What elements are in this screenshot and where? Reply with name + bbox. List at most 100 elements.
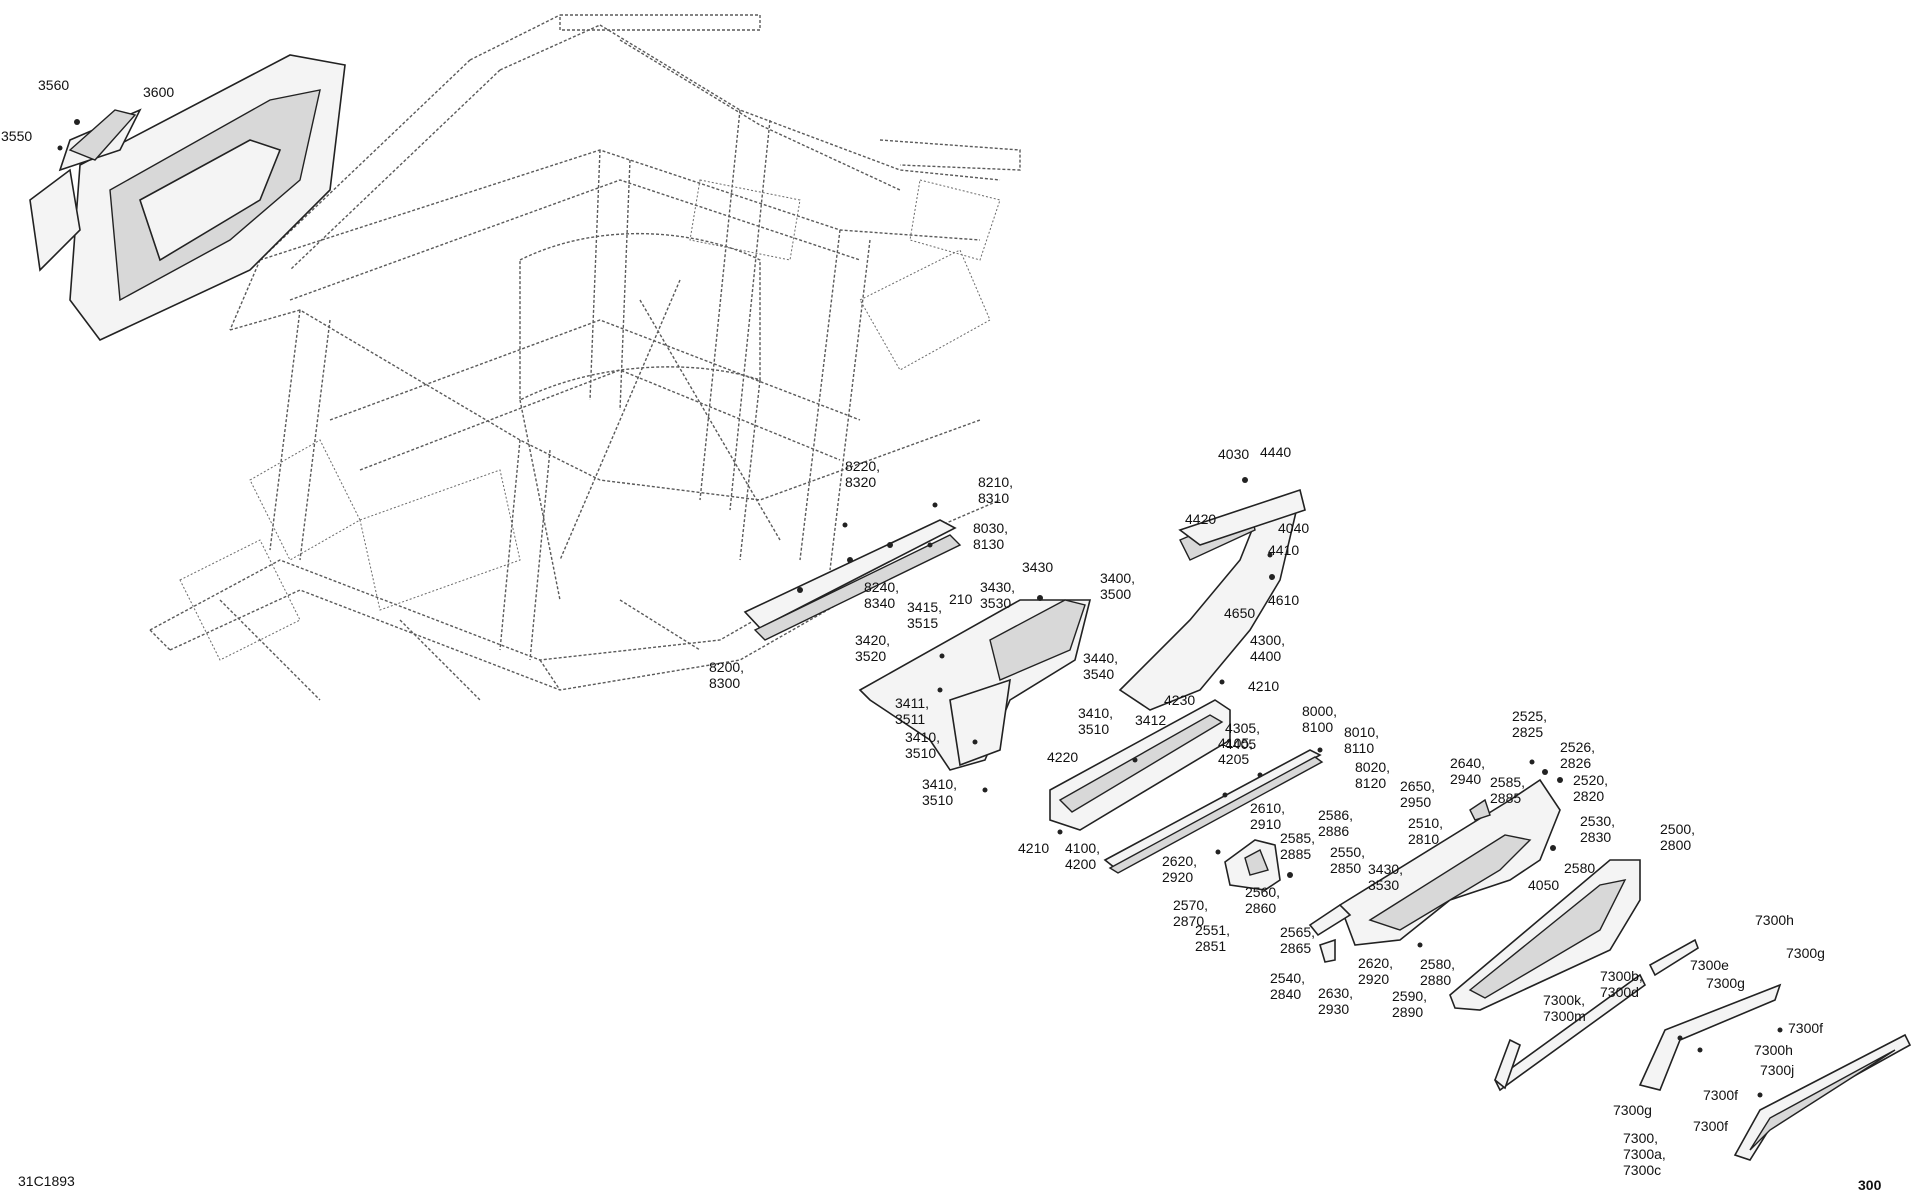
front-door-assembly [29, 54, 346, 341]
callout-line: 7300d [1600, 984, 1639, 1000]
callout-8020: 8020,8120 [1355, 759, 1390, 791]
callout-line: 8030, [973, 520, 1008, 536]
callout-line: 2640, [1450, 755, 1485, 771]
callout-2590: 2590,2890 [1392, 988, 1427, 1020]
callout-4300: 4300,4400 [1250, 632, 1285, 664]
callout-line: 2865 [1280, 940, 1311, 956]
callout-line: 7300h [1754, 1042, 1793, 1058]
callout-line: 4300, [1250, 632, 1285, 648]
callout-2565: 2565,2865 [1280, 924, 1315, 956]
callout-4410: 4410 [1268, 542, 1299, 558]
callout-line: 8210, [978, 474, 1013, 490]
callout-line: 2851 [1195, 938, 1226, 954]
callout-2500: 2500,2800 [1660, 821, 1695, 853]
callout-line: 2580, [1420, 956, 1455, 972]
callout-line: 210 [949, 591, 973, 607]
callout-line: 3410, [922, 776, 957, 792]
callout-4210b: 4210 [1018, 840, 1049, 856]
callout-line: 4405 [1225, 736, 1256, 752]
callout-line: 3515 [907, 615, 938, 631]
door-trim-7300b [1648, 938, 1699, 977]
callout-3430a: 3430 [1022, 559, 1053, 575]
callout-2530: 2530,2830 [1580, 813, 1615, 845]
rear-door-panel-2500 [1449, 859, 1641, 1011]
callout-line: 3420, [855, 632, 890, 648]
callout-line: 3540 [1083, 666, 1114, 682]
callout-line: 3520 [855, 648, 886, 664]
callout-4210a: 4210 [1248, 678, 1279, 694]
callout-line: 2550, [1330, 844, 1365, 860]
callout-line: 7300h [1755, 912, 1794, 928]
callout-line: 8010, [1344, 724, 1379, 740]
upper-side-panel-4300 [1118, 477, 1306, 711]
callout-line: 3410, [905, 729, 940, 745]
latch-bracket-2610 [1215, 839, 1293, 891]
callout-line: 2825 [1512, 724, 1543, 740]
callout-4100: 4100,4200 [1065, 840, 1100, 872]
callout-line: 4440 [1260, 444, 1291, 460]
callout-line: 2560, [1245, 884, 1280, 900]
callout-line: 7300g [1706, 975, 1745, 991]
callout-4610: 4610 [1268, 592, 1299, 608]
callout-2580a: 2580 [1564, 860, 1595, 876]
callout-line: 7300j [1760, 1062, 1794, 1078]
callout-3430c: 3430,3530 [1368, 861, 1403, 893]
callout-line: 4210 [1248, 678, 1279, 694]
page-number: 300 [1858, 1177, 1882, 1193]
callout-2585b: 2585,2885 [1280, 830, 1315, 862]
callout-line: 2810 [1408, 831, 1439, 847]
callout-2586: 2586,2886 [1318, 807, 1353, 839]
callout-line: 8100 [1302, 719, 1333, 735]
callout-line: 8240, [864, 579, 899, 595]
callout-line: 8200, [709, 659, 744, 675]
callout-line: 3600 [143, 84, 174, 100]
callout-line: 2940 [1450, 771, 1481, 787]
callout-3550: 3550 [1, 128, 32, 144]
callout-line: 4105, [1218, 735, 1253, 751]
callout-line: 2520, [1573, 772, 1608, 788]
callout-line: 4420 [1185, 511, 1216, 527]
callout-7300j: 7300j [1760, 1062, 1794, 1078]
callout-line: 2880 [1420, 972, 1451, 988]
callout-line: 2570, [1173, 897, 1208, 913]
callout-line: 2890 [1392, 1004, 1423, 1020]
callout-line: 3511 [895, 711, 925, 727]
callout-2640: 2640,2940 [1450, 755, 1485, 787]
callout-line: 7300, [1623, 1130, 1658, 1146]
callout-7300g3: 7300g [1613, 1102, 1652, 1118]
callout-line: 7300b, [1600, 968, 1643, 984]
callout-3415: 3415,3515 [907, 599, 942, 631]
callout-4230: 4230 [1164, 692, 1195, 708]
callout-line: 2800 [1660, 837, 1691, 853]
callout-2550: 2550,2850 [1330, 844, 1365, 876]
callout-line: 2620, [1358, 955, 1393, 971]
callout-2610: 2610,2910 [1250, 800, 1285, 832]
callout-line: 4210 [1018, 840, 1049, 856]
callout-line: 4050 [1528, 877, 1559, 893]
lower-sill-4100 [1049, 699, 1231, 835]
callout-line: 2610, [1250, 800, 1285, 816]
callout-2551: 2551,2851 [1195, 922, 1230, 954]
callout-line: 2920 [1358, 971, 1389, 987]
side-panel-3400 [858, 595, 1092, 793]
rocker-rail-8200 [743, 502, 962, 641]
callout-line: 4230 [1164, 692, 1195, 708]
callout-3400: 3400,3500 [1100, 570, 1135, 602]
callout-line: 7300g [1786, 945, 1825, 961]
callout-line: 2860 [1245, 900, 1276, 916]
latch-small-parts [1308, 759, 1548, 963]
callout-line: 2920 [1162, 869, 1193, 885]
callout-2630: 2630,2930 [1318, 985, 1353, 1017]
callout-line: 3430 [1022, 559, 1053, 575]
callout-line: 2630, [1318, 985, 1353, 1001]
callout-3430b: 3430,3530 [980, 579, 1015, 611]
door-panel-7300 [1733, 1027, 1912, 1161]
callout-line: 8220, [845, 458, 880, 474]
callout-line: 3430, [980, 579, 1015, 595]
vehicle-frame [149, 14, 1021, 701]
callout-line: 3500 [1100, 586, 1131, 602]
callout-line: 2590, [1392, 988, 1427, 1004]
callout-8200: 8200,8300 [709, 659, 744, 691]
callout-line: 2886 [1318, 823, 1349, 839]
callout-line: 7300m [1543, 1008, 1586, 1024]
